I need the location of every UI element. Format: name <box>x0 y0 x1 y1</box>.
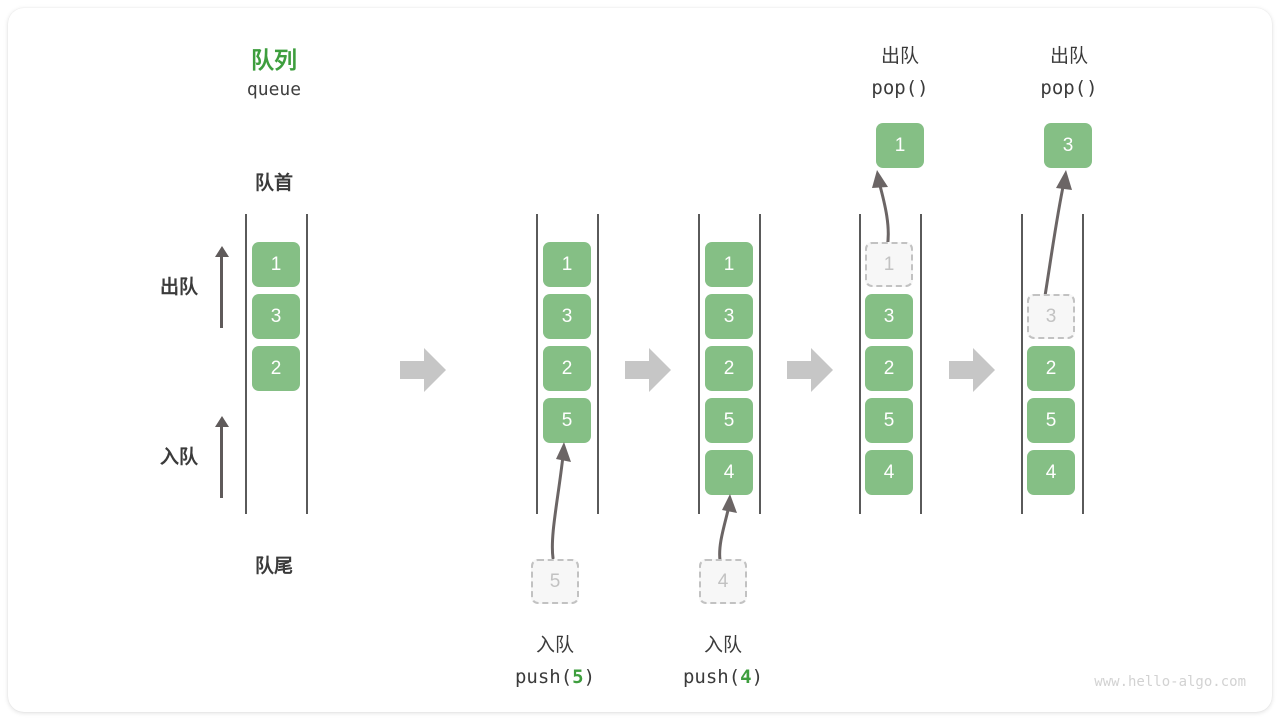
queue-cell: 1 <box>252 242 300 287</box>
queue-cell: 3 <box>252 294 300 339</box>
queue-cell: 3 <box>865 294 913 339</box>
queue-cell: 2 <box>865 346 913 391</box>
push4-caption-cn: 入队 <box>703 635 742 656</box>
queue-cell: 2 <box>705 346 753 391</box>
push5-suffix: ) <box>583 666 596 688</box>
pop3-header-code: pop() <box>1040 77 1098 99</box>
popped-cell: 3 <box>1044 123 1092 168</box>
queue-rail-right-col3 <box>759 214 761 514</box>
queue-cell: 2 <box>252 346 300 391</box>
queue-rail-right-col5 <box>1082 214 1084 514</box>
step-arrow-icon <box>787 348 833 397</box>
pop1-header-cn: 出队 <box>880 46 919 67</box>
push5-caption-cn: 入队 <box>535 635 574 656</box>
diagram-title-en: queue <box>246 79 302 100</box>
dequeue-direction-arrow <box>214 246 230 328</box>
push5-prefix: push( <box>514 666 573 688</box>
enqueue-side-label: 入队 <box>159 447 198 468</box>
queue-cell: 4 <box>1027 450 1075 495</box>
queue-cell: 4 <box>865 450 913 495</box>
queue-cell: 3 <box>705 294 753 339</box>
queue-cell: 3 <box>543 294 591 339</box>
push4-caption-code: push(4) <box>653 666 793 688</box>
watermark: www.hello-algo.com <box>1094 674 1246 690</box>
queue-cell-ghost: 3 <box>1027 294 1075 339</box>
push4-prefix: push( <box>682 666 741 688</box>
queue-rail-left-col2 <box>536 214 538 514</box>
queue-rail-right-col2 <box>597 214 599 514</box>
rear-label: 队尾 <box>254 556 293 577</box>
queue-rail-left-col3 <box>698 214 700 514</box>
front-label: 队首 <box>254 173 293 194</box>
queue-cell: 2 <box>1027 346 1075 391</box>
push5-value: 5 <box>572 666 584 688</box>
push5-caption-code: push(5) <box>485 666 625 688</box>
pop-arrow-icon <box>1026 168 1086 309</box>
pop3-header-cn: 出队 <box>1049 46 1088 67</box>
queue-rail-left-col5 <box>1021 214 1023 514</box>
queue-rail-left-col4 <box>859 214 861 514</box>
queue-cell: 4 <box>705 450 753 495</box>
push-arrow-icon <box>528 440 578 565</box>
push-arrow-icon <box>698 492 748 567</box>
queue-cell: 1 <box>705 242 753 287</box>
incoming-ghost-cell: 4 <box>699 559 747 604</box>
dequeue-side-label: 出队 <box>159 277 198 298</box>
incoming-ghost-cell: 5 <box>531 559 579 604</box>
push4-suffix: ) <box>751 666 764 688</box>
step-arrow-icon <box>949 348 995 397</box>
enqueue-direction-arrow <box>214 416 230 498</box>
queue-cell: 5 <box>543 398 591 443</box>
diagram-title-cn: 队列 <box>251 47 297 73</box>
queue-cell: 1 <box>543 242 591 287</box>
queue-rail-right-col1 <box>306 214 308 514</box>
queue-cell: 5 <box>865 398 913 443</box>
pop1-header-code: pop() <box>871 77 929 99</box>
queue-rail-left-col1 <box>245 214 247 514</box>
popped-cell: 1 <box>876 123 924 168</box>
queue-cell: 5 <box>1027 398 1075 443</box>
push4-value: 4 <box>740 666 752 688</box>
step-arrow-icon <box>625 348 671 397</box>
queue-cell-ghost: 1 <box>865 242 913 287</box>
queue-rail-right-col4 <box>920 214 922 514</box>
diagram-card: 队列 queue 队首 队尾 出队 入队 1 3 2 1 <box>8 8 1272 712</box>
step-arrow-icon <box>400 348 446 397</box>
queue-cell: 5 <box>705 398 753 443</box>
queue-cell: 2 <box>543 346 591 391</box>
